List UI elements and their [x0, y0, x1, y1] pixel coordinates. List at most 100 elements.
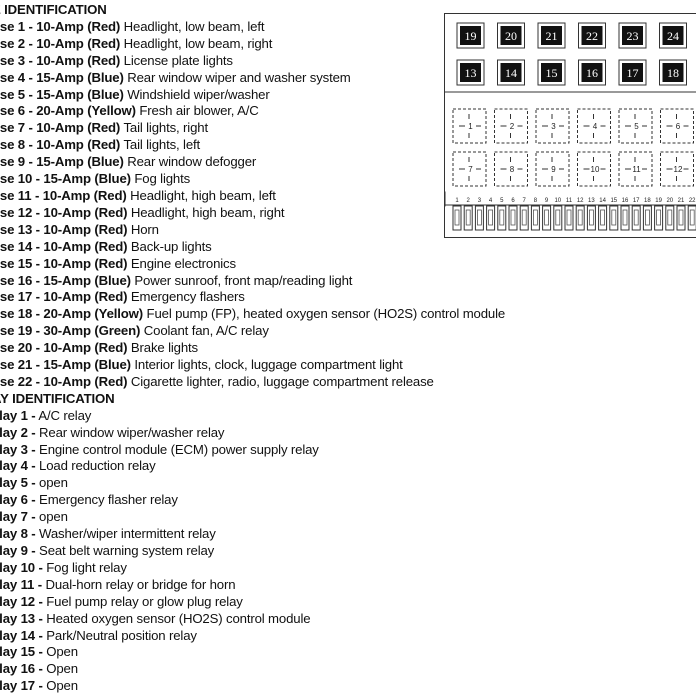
fuse-slot-top-number: 21	[546, 29, 558, 43]
fuse-row-label: use 18 - 20-Amp (Yellow)	[0, 306, 144, 322]
relay-row-description: Washer/wiper intermittent relay	[35, 526, 216, 542]
fuse-position-blade	[656, 209, 662, 226]
fuse-position-number: 10	[554, 198, 561, 204]
fuse-slot-top-body	[622, 26, 643, 45]
fuse-row-label: use 1 - 10-Amp (Red)	[0, 18, 121, 34]
relay-number: 2	[510, 122, 515, 131]
fuse-position-number: 13	[588, 198, 595, 204]
relay-row-description: Open	[42, 678, 78, 694]
fuse-slot-top-number: 22	[586, 29, 598, 43]
fuse-position-blade	[689, 209, 695, 226]
fuse-position-blade	[477, 209, 482, 226]
fuse-position-number: 17	[633, 198, 640, 204]
fuse-row-description: Fog lights	[130, 171, 191, 187]
fuse-row-label: use 22 - 10-Amp (Red)	[0, 373, 128, 389]
fuse-position-blade	[544, 209, 549, 226]
fuse-slot-top-number: 24	[667, 29, 679, 43]
relay-row-label: elay 6 -	[0, 492, 36, 508]
fuse-row-label: use 7 - 10-Amp (Red)	[0, 120, 121, 136]
fuse-row: use 8 - 10-Amp (Red) Tail lights, left	[0, 137, 682, 154]
relay-row-description: Heated oxygen sensor (HO2S) control modu…	[42, 610, 311, 626]
relay-row: elay 14 - Park/Neutral position relay	[0, 628, 682, 645]
relay-row-description: Fog light relay	[42, 559, 127, 575]
relay-row-description: Open	[42, 644, 78, 660]
fuse-position-blade	[555, 209, 561, 226]
fuse-row-label: use 3 - 10-Amp (Red)	[0, 52, 121, 68]
relay-identification-heading: AY IDENTIFICATION	[0, 390, 115, 406]
fuse-row-label: use 20 - 10-Amp (Red)	[0, 340, 128, 356]
fuse-row-description: Tail lights, right	[120, 120, 208, 136]
fuse-position-blade	[465, 209, 471, 226]
fuse-position-blade	[577, 209, 583, 226]
fuse-row: use 18 - 20-Amp (Yellow) Fuel pump (FP),…	[0, 306, 682, 323]
fuse-slot-top-body	[460, 26, 481, 45]
fuse-position-blade	[533, 209, 538, 226]
relay-row-label: elay 13 -	[0, 610, 43, 626]
fuse-row-label: use 5 - 15-Amp (Blue)	[0, 86, 124, 102]
fuse-row: use 14 - 10-Amp (Red) Back-up lights	[0, 239, 682, 256]
relay-number: 12	[674, 165, 683, 174]
relay-row-description: Dual-horn relay or bridge for horn	[41, 576, 236, 592]
relay-row: elay 17 - Open	[0, 678, 682, 695]
relay-row: elay 6 - Emergency flasher relay	[0, 492, 682, 509]
fuse-position-number: 20	[666, 198, 673, 204]
fuse-slot-bottom-body	[541, 63, 562, 82]
fuse-position-blade	[454, 209, 460, 226]
fuse-slot-top-body	[581, 26, 603, 45]
relay-number: 5	[634, 122, 639, 131]
relay-row-label: elay 8 -	[0, 526, 36, 542]
fuse-position-number: 11	[566, 198, 573, 204]
relay-row-description: Seat belt warning system relay	[35, 543, 215, 558]
fuse-row-description: Headlight, low beam, right	[120, 35, 273, 51]
fuse-row-label: use 2 - 10-Amp (Red)	[0, 35, 121, 51]
relay-row: elay 7 - open	[0, 509, 682, 526]
fuse-row-description: Rear window wiper and washer system	[123, 69, 351, 85]
fuse-position-number: 7	[523, 198, 527, 204]
fuse-row-description: Back-up lights	[127, 238, 212, 254]
fuse-position-number: 18	[644, 198, 651, 204]
relay-row-description: open	[35, 475, 68, 491]
fuse-row-description: Brake lights	[127, 340, 198, 356]
fuse-row-description: Horn	[127, 221, 159, 237]
fuse-position-blade	[566, 209, 572, 226]
relay-row-label: elay 9 -	[0, 543, 36, 558]
fuse-position-blade	[488, 209, 493, 226]
fuse-slot-top-body	[541, 26, 562, 45]
fuse-row: use 1 - 10-Amp (Red) Headlight, low beam…	[0, 19, 682, 36]
fuse-position-number: 21	[678, 198, 685, 204]
fuse-slot-bottom-number: 17	[627, 66, 639, 80]
relay-row-label: elay 17 -	[0, 678, 43, 694]
relay-row-label: elay 11 -	[0, 576, 42, 592]
fuse-slot-bottom-number: 14	[505, 66, 517, 80]
fuse-position-blade	[499, 209, 505, 226]
fuse-position-number: 1	[455, 198, 459, 204]
fuse-position-number: 22	[689, 198, 696, 204]
relay-row: elay 13 - Heated oxygen sensor (HO2S) co…	[0, 611, 682, 628]
relay-row-label: elay 2 -	[0, 424, 36, 440]
fuse-position-blade	[600, 209, 606, 226]
relay-row-label: elay 1 -	[0, 407, 36, 423]
relay-row: elay 9 - Seat belt warning system relay	[0, 543, 682, 560]
relay-list: elay 1 - A/C relayelay 2 - Rear window w…	[0, 408, 682, 695]
fuse-slot-top-number: 23	[627, 29, 639, 43]
fuse-row-label: use 13 - 10-Amp (Red)	[0, 221, 128, 237]
relay-row-description: Park/Neutral position relay	[42, 627, 197, 643]
fuse-position-number: 3	[478, 198, 482, 204]
relay-row-label: elay 14 -	[0, 627, 43, 643]
relay-row-description: A/C relay	[35, 407, 92, 423]
relay-row-label: elay 4 -	[0, 458, 36, 474]
fuse-slot-bottom-body	[581, 63, 603, 82]
fuse-position-number: 14	[599, 198, 606, 204]
fuse-row-label: use 8 - 10-Amp (Red)	[0, 137, 121, 153]
fuse-position-blade	[588, 209, 594, 226]
relay-row: elay 16 - Open	[0, 661, 682, 678]
fuse-position-number: 6	[511, 198, 515, 204]
fuse-row: use 4 - 15-Amp (Blue) Rear window wiper …	[0, 70, 682, 87]
fuse-position-number: 5	[500, 198, 504, 204]
fuse-row: use 5 - 15-Amp (Blue) Windshield wiper/w…	[0, 87, 682, 104]
relay-number: 10	[591, 165, 600, 174]
fuse-slot-bottom-body	[622, 63, 643, 82]
fuse-slot-bottom-number: 15	[546, 66, 558, 80]
